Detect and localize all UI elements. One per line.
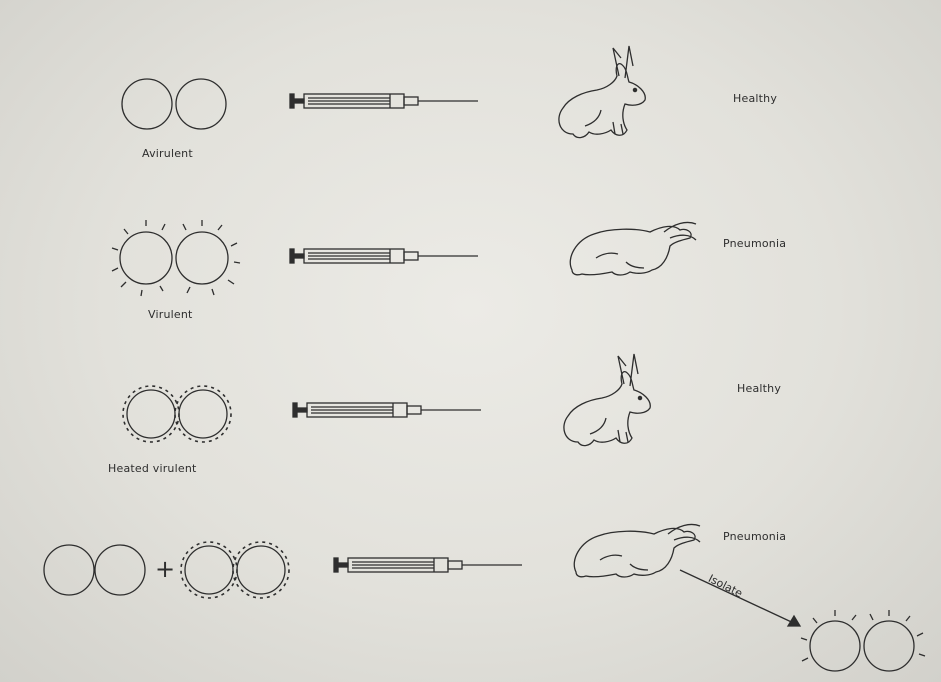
bacteria-pair-avirulent-mixed: [44, 545, 145, 595]
bacteria-label-virulent: Virulent: [148, 308, 193, 321]
bacteria-pair-heated-virulent-mixed: [181, 542, 289, 598]
plus-sign: +: [155, 555, 175, 583]
rabbit-healthy-icon: [559, 46, 645, 138]
syringe-icon: [293, 403, 481, 417]
rabbit-healthy-icon: [564, 354, 650, 446]
bacteria-label-heated-virulent: Heated virulent: [108, 462, 197, 475]
syringe-icon: [334, 558, 522, 572]
syringe-icon: [290, 94, 478, 108]
bacteria-pair-virulent: [112, 220, 240, 296]
outcome-label-pneumonia: Pneumonia: [723, 237, 786, 250]
rabbit-sick-icon: [574, 524, 700, 577]
outcome-label-pneumonia: Pneumonia: [723, 530, 786, 543]
bacteria-pair-avirulent: [122, 79, 226, 129]
outcome-label-healthy: Healthy: [737, 382, 781, 395]
outcome-label-healthy: Healthy: [733, 92, 777, 105]
bacteria-pair-heated-virulent: [123, 386, 231, 442]
bacteria-pair-isolated-virulent: [801, 610, 925, 671]
syringe-icon: [290, 249, 478, 263]
bacteria-label-avirulent: Avirulent: [142, 147, 193, 160]
rabbit-sick-icon: [570, 222, 696, 275]
